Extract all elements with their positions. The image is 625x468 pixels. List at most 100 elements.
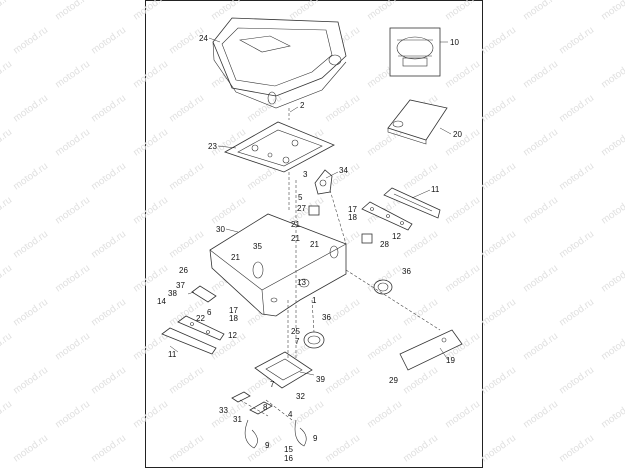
callout-3: 3 [303,170,308,179]
part-27-clip [308,205,320,216]
watermark-text: motod.ru [209,195,248,227]
part-28-clip [361,233,373,244]
watermark-text: motod.ru [323,433,362,465]
callout-28: 28 [380,240,389,249]
callout-17: 17 [229,306,238,315]
watermark-text: motod.ru [53,59,92,91]
watermark-text: motod.ru [131,127,170,159]
part-30-case-body [209,213,347,317]
watermark-text: motod.ru [89,297,128,329]
watermark-text: motod.ru [599,331,625,363]
watermark-text: motod.ru [479,433,518,465]
callout-8: 8 [263,403,268,412]
watermark-text: motod.ru [11,365,50,397]
alignment-lines [239,108,441,421]
watermark-text: motod.ru [131,331,170,363]
watermark-text: motod.ru [557,365,596,397]
callout-29: 29 [389,376,398,385]
part-11-rail-top [383,187,441,219]
part-10-emblem [389,27,441,77]
watermark-text: motod.ru [11,229,50,261]
callout-26: 26 [179,266,188,275]
watermark-text: motod.ru [599,399,625,431]
part-9-spring-right [294,419,307,447]
watermark-text: motod.ru [401,365,440,397]
watermark-text: motod.ru [167,229,206,261]
callout-21: 21 [291,220,300,229]
watermark-text: motod.ru [479,25,518,57]
watermark-text: motod.ru [479,93,518,125]
callout-labels: 1234567789910111112121314151617171818192… [157,34,462,463]
callout-22: 22 [196,314,205,323]
callout-38: 38 [168,289,177,298]
watermark-text: motod.ru [401,433,440,465]
watermark-text: motod.ru [0,0,14,22]
callout-12: 12 [392,232,401,241]
watermark-text: motod.ru [89,25,128,57]
watermark-text: motod.ru [89,93,128,125]
watermark-text: motod.ru [521,0,560,22]
part-8-latch [249,401,273,415]
watermark-text: motod.ru [287,0,326,22]
watermark-text: motod.ru [521,59,560,91]
watermark-text: motod.ru [443,195,482,227]
watermark-text: motod.ru [167,161,206,193]
callout-32: 32 [296,392,305,401]
watermark-text: motod.ru [89,161,128,193]
watermark-text: motod.ru [0,399,14,431]
watermark-text: motod.ru [443,59,482,91]
callout-36: 36 [402,267,411,276]
watermark-text: motod.ru [11,93,50,125]
watermark-text: motod.ru [599,127,625,159]
watermark-text: motod.ru [443,0,482,22]
watermark-text: motod.ru [167,365,206,397]
watermark-text: motod.ru [11,433,50,465]
part-39-plate [254,351,313,389]
watermark-text: motod.ru [131,195,170,227]
callout-25: 25 [291,327,300,336]
watermark-text: motod.ru [131,399,170,431]
watermark-text: motod.ru [11,25,50,57]
watermark-text: motod.ru [167,433,206,465]
leader-lines [169,37,452,376]
callout-18: 18 [229,314,238,323]
watermark-text: motod.ru [557,93,596,125]
watermark-text: motod.ru [557,161,596,193]
callout-9: 9 [265,441,270,450]
watermark-text: motod.ru [287,399,326,431]
callout-31: 31 [233,415,242,424]
watermark-text: motod.ru [53,127,92,159]
watermark-text: motod.ru [131,263,170,295]
callout-34: 34 [339,166,348,175]
watermark-text: motod.ru [521,331,560,363]
callout-13: 13 [297,278,306,287]
part-36-grommet-left [303,331,325,349]
watermark-text: motod.ru [245,93,284,125]
watermark-text: motod.ru [599,59,625,91]
callout-30: 30 [216,225,225,234]
watermark-text: motod.ru [53,399,92,431]
callout-11: 11 [431,185,440,194]
watermark-text: motod.ru [89,365,128,397]
callout-21: 21 [310,240,319,249]
watermark-text: motod.ru [599,195,625,227]
watermark-text: motod.ru [209,399,248,431]
callout-5: 5 [298,193,303,202]
callout-27: 27 [297,204,306,213]
part-11-rail-bottom [161,327,217,355]
part-12-hinge-top [361,201,413,231]
callout-2: 2 [300,101,305,110]
watermark-text: motod.ru [53,195,92,227]
watermark-text: motod.ru [365,0,404,22]
watermark-text: motod.ru [0,127,14,159]
watermark-text: motod.ru [479,365,518,397]
part-24-liner [212,17,347,109]
watermark-text: motod.ru [443,399,482,431]
callout-14: 14 [157,297,166,306]
callout-4: 4 [288,410,293,419]
watermark-text: motod.ru [557,229,596,261]
watermark-text: motod.ru [11,161,50,193]
part-23-baseplate [224,121,335,173]
callout-15: 15 [284,445,293,454]
